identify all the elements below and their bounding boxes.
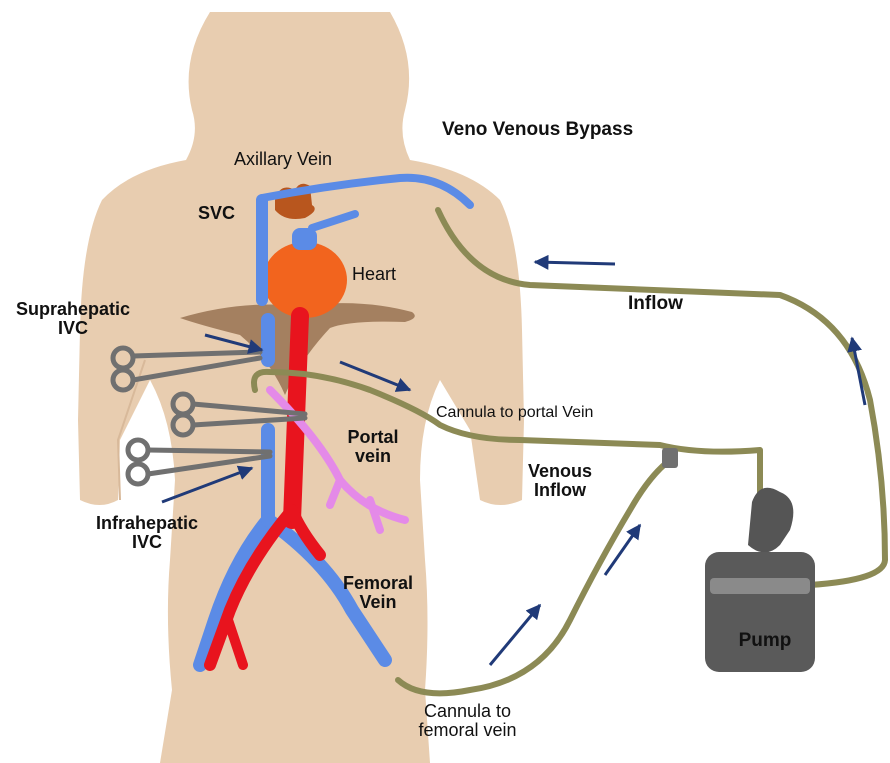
pump-label: Pump [730,630,800,652]
portal-vein-line2: vein [338,447,408,466]
femoral-vein-line1: Femoral [338,574,418,593]
diagram-title: Veno Venous Bypass [442,120,633,141]
venous-inflow-line2: Inflow [520,481,600,500]
portal-vein-label: Portal vein [338,428,408,467]
cannula-femoral-line2: femoral vein [395,721,540,740]
femoral-vein-line2: Vein [338,593,418,612]
venous-inflow-label: Venous Inflow [520,462,600,501]
venous-inflow-line1: Venous [520,462,600,481]
suprahepatic-ivc-line1: Suprahepatic [8,300,138,319]
axillary-vein-label: Axillary Vein [234,150,332,169]
inflow-label: Inflow [628,294,683,315]
suprahepatic-ivc-line2: IVC [8,319,138,338]
infrahepatic-ivc-line1: Infrahepatic [82,514,212,533]
y-connector [662,448,678,468]
heart-label: Heart [352,265,396,284]
svc-label: SVC [198,204,235,223]
cannula-femoral-label: Cannula to femoral vein [395,702,540,741]
portal-vein-line1: Portal [338,428,408,447]
femoral-vein-label: Femoral Vein [338,574,418,613]
suprahepatic-ivc-label: Suprahepatic IVC [8,300,138,339]
infrahepatic-ivc-line2: IVC [82,533,212,552]
cannula-femoral-line1: Cannula to [395,702,540,721]
infrahepatic-ivc-label: Infrahepatic IVC [82,514,212,553]
cannula-portal-label: Cannula to portal Vein [436,404,593,421]
